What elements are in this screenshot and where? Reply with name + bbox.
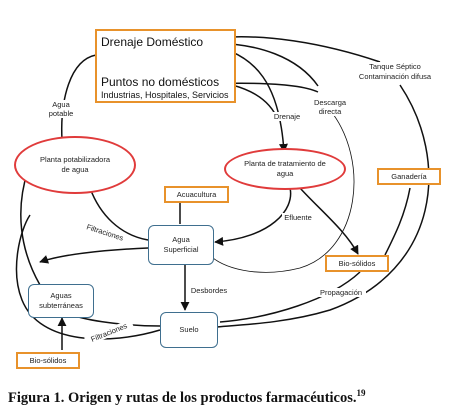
soil-label: Suelo — [179, 325, 199, 334]
potable-water-label: Agua potable — [44, 100, 78, 118]
edge-surface-groundwater — [39, 247, 149, 264]
diffuse-contamination-label: Contaminación difusa — [344, 72, 446, 81]
overflows-label: Desbordes — [190, 286, 228, 295]
edge-discharge-surface — [204, 109, 355, 273]
edge-domestic-potabilization — [61, 54, 97, 141]
surface-water-node: Agua Superficial — [148, 225, 214, 265]
edge-soil-left-loop — [15, 214, 161, 340]
domestic-drainage-box: Drenaje Doméstico Puntos no domésticos I… — [95, 29, 236, 103]
domestic-drainage-title: Drenaje Doméstico — [101, 35, 204, 49]
figure-caption-text: Figura 1. Origen y rutas de los producto… — [8, 389, 357, 406]
groundwater-label: Aguas subterráneas — [39, 291, 83, 310]
septic-tank-label: Tanque Séptico — [350, 62, 440, 71]
livestock-node: Ganadería — [377, 168, 441, 185]
edge-livestock-biosolids — [384, 187, 411, 256]
biosolids-left-node: Bio-sólidos — [16, 352, 80, 369]
effluent-label: Efluente — [282, 213, 314, 222]
figure-caption-ref: 19 — [356, 388, 366, 398]
aquaculture-node: Acuacultura — [164, 186, 229, 203]
biosolids-right-node: Bio-sólidos — [325, 255, 389, 272]
potabilization-plant-node: Planta potabilizadora de agua — [14, 136, 136, 194]
treatment-plant-label: Planta de tratamiento de agua — [244, 159, 326, 178]
edge-treatment-surface — [214, 187, 292, 246]
groundwater-node: Aguas subterráneas — [28, 284, 94, 318]
soil-node: Suelo — [160, 312, 218, 348]
non-domestic-points-title: Puntos no domésticos — [101, 75, 220, 89]
drainage-label: Drenaje — [270, 112, 304, 121]
aquaculture-label: Acuacultura — [176, 189, 217, 199]
edge-biosolids-soil — [219, 271, 361, 323]
biosolids-left-label: Bio-sólidos — [29, 355, 67, 365]
livestock-label: Ganadería — [391, 171, 427, 181]
treatment-plant-node: Planta de tratamiento de agua — [224, 148, 346, 190]
direct-discharge-label: Descarga directa — [308, 98, 352, 116]
potabilization-plant-label: Planta potabilizadora de agua — [39, 155, 111, 174]
edge-potabilization-surface — [89, 187, 149, 241]
surface-water-label: Agua Superficial — [163, 235, 199, 254]
propagation-label: Propagación — [316, 288, 366, 297]
edge-potabilization-groundwater — [20, 169, 41, 286]
biosolids-right-label: Bio-sólidos — [338, 258, 376, 268]
non-domestic-points-detail: Industrias, Hospitales, Servicios — [101, 90, 229, 100]
figure-caption: Figura 1. Origen y rutas de los producto… — [8, 388, 366, 407]
edge-treatment-biosolids — [299, 187, 359, 255]
